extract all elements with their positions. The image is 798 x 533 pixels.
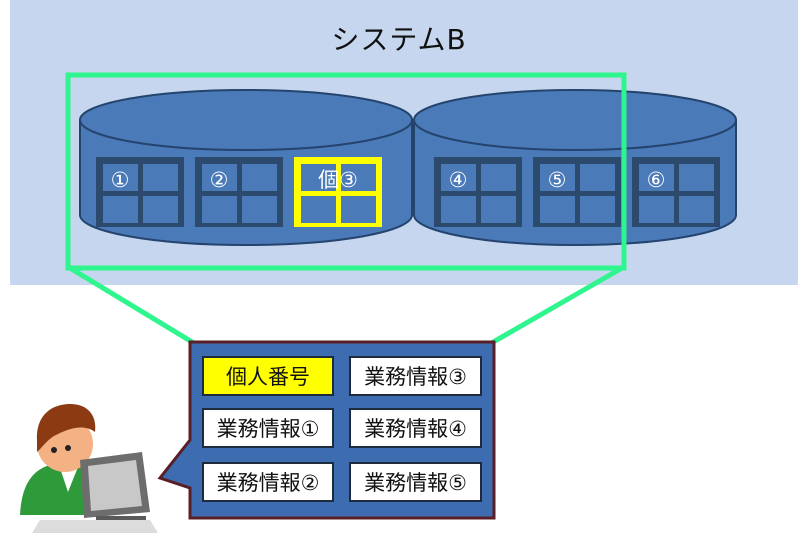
detail-cell-business-info-1: 業務情報①	[202, 408, 334, 448]
block-label-2: ②	[210, 168, 229, 192]
block-label-5: ⑤	[548, 168, 567, 192]
block-label-3: 個③	[318, 168, 358, 192]
block-label-6: ⑥	[647, 168, 666, 192]
detail-cell-business-info-2: 業務情報②	[202, 462, 334, 502]
data-block-5: ⑤	[533, 157, 621, 227]
data-block-4: ④	[434, 157, 522, 227]
detail-cell-personal-number: 個人番号	[202, 356, 334, 396]
block-label-1: ①	[111, 168, 130, 192]
detail-cell-business-info-3: 業務情報③	[349, 356, 482, 396]
selection-frame	[65, 72, 627, 271]
data-block-6: ⑥	[632, 157, 720, 227]
data-block-2: ②	[195, 157, 283, 227]
system-title: システムB	[331, 23, 467, 56]
connector-line-right	[486, 265, 624, 348]
detail-cell-business-info-5: 業務情報⑤	[349, 462, 482, 502]
connector-line-left	[68, 265, 199, 348]
person-at-computer-icon	[20, 404, 158, 533]
data-block-1: ①	[96, 157, 184, 227]
detail-cell-business-info-4: 業務情報④	[349, 408, 482, 448]
block-label-4: ④	[449, 168, 468, 192]
data-block-3-highlighted: 個③	[294, 157, 382, 227]
